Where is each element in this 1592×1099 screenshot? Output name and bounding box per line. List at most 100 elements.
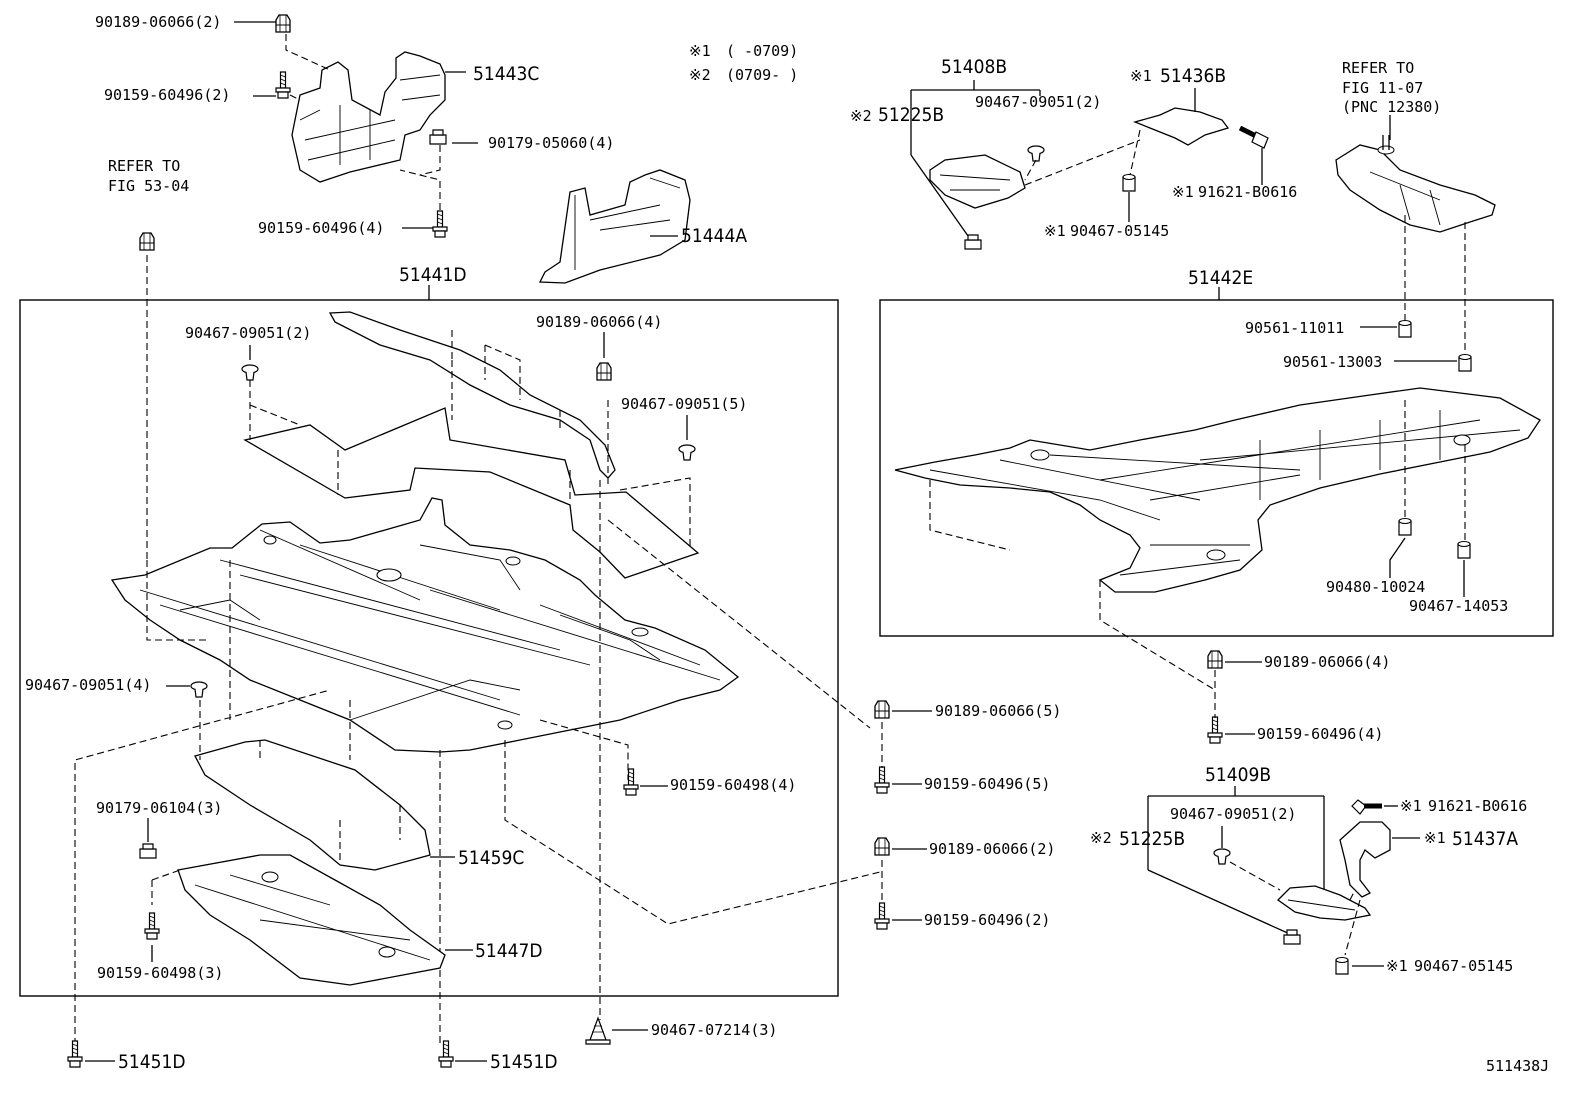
diagram-id: 511438J xyxy=(1486,1057,1549,1075)
mark-51437a: ※1 xyxy=(1424,829,1446,847)
fastener-90189-06066-2-top: 90189-06066(2) xyxy=(95,13,221,31)
fastener-90159-60496-5: 90159-60496(5) xyxy=(924,775,1050,793)
bolt-icon-90159-60496-4-right xyxy=(1207,716,1223,744)
clipnut-icon-51225b-bottom xyxy=(1283,929,1301,945)
refer-left-line2: FIG 53-04 xyxy=(108,177,189,195)
part-51225b-bottom-shape xyxy=(1276,885,1372,921)
fastener-90467-14053: 90467-14053 xyxy=(1409,597,1508,615)
refer-right-line2: FIG 11-07 xyxy=(1342,79,1423,97)
rivet-icon-90467-09051-5 xyxy=(678,444,696,461)
fastener-90189-06066-4-right: 90189-06066(4) xyxy=(1264,653,1390,671)
fastener-90159-60496-4-top: 90159-60496(4) xyxy=(258,219,384,237)
fastener-90467-09051-4: 90467-09051(4) xyxy=(25,676,151,694)
legend-mark-2: ※2 xyxy=(689,66,711,84)
part-51408b-label: 51408B xyxy=(941,56,1007,78)
grommet-icon-90467-05145-top xyxy=(1122,173,1136,192)
mark-51225b-bottom: ※2 xyxy=(1090,829,1112,847)
part-51442e-label: 51442E xyxy=(1188,267,1253,289)
part-51443c-label: 51443C xyxy=(473,63,539,85)
fastener-90467-09051-5: 90467-09051(5) xyxy=(621,395,747,413)
fastener-90467-09051-2-top: 90467-09051(2) xyxy=(975,93,1101,111)
part-51459c-shape xyxy=(194,739,431,871)
grommet-icon-90561-11011 xyxy=(1398,319,1412,338)
bolt-icon-90159-60496-5 xyxy=(874,766,890,794)
legend-mark-1: ※1 xyxy=(689,42,711,60)
fastener-90467-05145-top: 90467-05145 xyxy=(1070,222,1169,240)
legend-range-2: (0709- ) xyxy=(726,66,798,84)
refer-right-line3: (PNC 12380) xyxy=(1342,98,1441,116)
clip-icon-refer-left xyxy=(139,232,155,251)
part-51437a-shape xyxy=(1339,821,1391,898)
part-51225b-top-shape xyxy=(929,154,1026,209)
part-51436b-label: 51436B xyxy=(1160,65,1226,87)
fastener-91621-b0616-top: 91621-B0616 xyxy=(1198,183,1297,201)
part-51444a-label: 51444A xyxy=(681,225,747,247)
clipnut-icon-90179-05060 xyxy=(429,129,447,145)
bolt-icon-90159-60498-3 xyxy=(144,912,160,940)
main-under-cover-shape xyxy=(110,497,740,753)
mark-90467-05145-top: ※1 xyxy=(1044,222,1066,240)
fastener-90159-60498-4: 90159-60498(4) xyxy=(670,776,796,794)
grommet-icon-90480-10024 xyxy=(1398,517,1412,536)
refer-right-line1: REFER TO xyxy=(1342,59,1414,77)
legend: ※1 ( -0709) ※2 (0709- ) xyxy=(689,42,798,84)
bolt-icon-51451d-right xyxy=(438,1040,454,1068)
clip-icon-90189-06066-4-right xyxy=(1207,650,1223,669)
part-51443c-shape xyxy=(291,51,446,183)
fastener-90159-60496-4-right: 90159-60496(4) xyxy=(1257,725,1383,743)
upper-sheet-shape xyxy=(243,407,700,579)
fastener-90159-60496-2-mid: 90159-60496(2) xyxy=(924,911,1050,929)
fastener-90467-09051-2-left: 90467-09051(2) xyxy=(185,324,311,342)
bolt-icon-90159-60496-4 xyxy=(432,210,448,238)
rivet-icon-90467-09051-bottom xyxy=(1213,848,1231,865)
clip-icon-90189-06066-4 xyxy=(596,362,612,381)
fastener-90467-05145-bottom: 90467-05145 xyxy=(1414,957,1513,975)
fastener-90189-06066-4-mid: 90189-06066(4) xyxy=(536,313,662,331)
clip-icon-90189-06066-5 xyxy=(874,700,890,719)
part-51409b-label: 51409B xyxy=(1205,764,1271,786)
fastener-90159-60498-3: 90159-60498(3) xyxy=(97,964,223,982)
fastener-90179-06104-3: 90179-06104(3) xyxy=(96,799,222,817)
part-51225b-top-label: 51225B xyxy=(878,104,944,126)
grommet-icon-90561-13003 xyxy=(1458,353,1472,372)
bolt-icon-51451d-left xyxy=(67,1040,83,1068)
grommet-icon-90467-05145-bottom xyxy=(1335,956,1349,975)
mark-91621-bottom: ※1 xyxy=(1400,797,1422,815)
clip-icon-90189-06066-top xyxy=(275,14,291,33)
fastener-90467-07214-3: 90467-07214(3) xyxy=(651,1021,777,1039)
clipnut-icon-51225b-top xyxy=(964,234,982,250)
part-51447d-label: 51447D xyxy=(475,940,543,962)
fastener-90561-11011: 90561-11011 xyxy=(1245,319,1344,337)
fastener-91621-b0616-bottom: 91621-B0616 xyxy=(1428,797,1527,815)
rivet-icon-90467-09051-2 xyxy=(241,364,259,381)
fastener-90159-60496-2-top: 90159-60496(2) xyxy=(104,86,230,104)
clip-icon-90189-06066-2 xyxy=(874,837,890,856)
part-51437a-label: 51437A xyxy=(1452,828,1518,850)
part-51442e-shape xyxy=(894,387,1541,593)
mark-51436b: ※1 xyxy=(1130,67,1152,85)
part-51447d-shape xyxy=(177,854,446,986)
bolt-icon-91621-b0616-top xyxy=(1238,125,1269,149)
bolt-icon-91621-b0616-bottom xyxy=(1351,799,1382,815)
part-51451d-left-label: 51451D xyxy=(118,1051,186,1073)
mark-91621-top: ※1 xyxy=(1172,183,1194,201)
fastener-90480-10024: 90480-10024 xyxy=(1326,578,1425,596)
engine-mount-shape xyxy=(1335,135,1496,233)
bolt-icon-90159-60496-top xyxy=(275,71,291,99)
part-51451d-right-label: 51451D xyxy=(490,1051,558,1073)
part-51444a-shape xyxy=(538,169,691,284)
part-51225b-bottom-label: 51225B xyxy=(1119,828,1185,850)
clipnut-icon-90179-06104 xyxy=(139,843,157,859)
clip-icon-90467-07214 xyxy=(585,1016,611,1045)
mark-51225b-top: ※2 xyxy=(850,107,872,125)
legend-range-1: ( -0709) xyxy=(726,42,798,60)
part-51436b-shape xyxy=(1132,107,1230,146)
bolt-icon-90159-60498-4 xyxy=(623,768,639,796)
fastener-90189-06066-5: 90189-06066(5) xyxy=(935,702,1061,720)
part-51441d-label: 51441D xyxy=(399,264,467,286)
bolt-icon-90159-60496-2 xyxy=(874,902,890,930)
fastener-90561-13003: 90561-13003 xyxy=(1283,353,1382,371)
rivet-icon-90467-09051-4 xyxy=(190,681,208,698)
rivet-icon-90467-09051-top-right xyxy=(1027,145,1045,162)
